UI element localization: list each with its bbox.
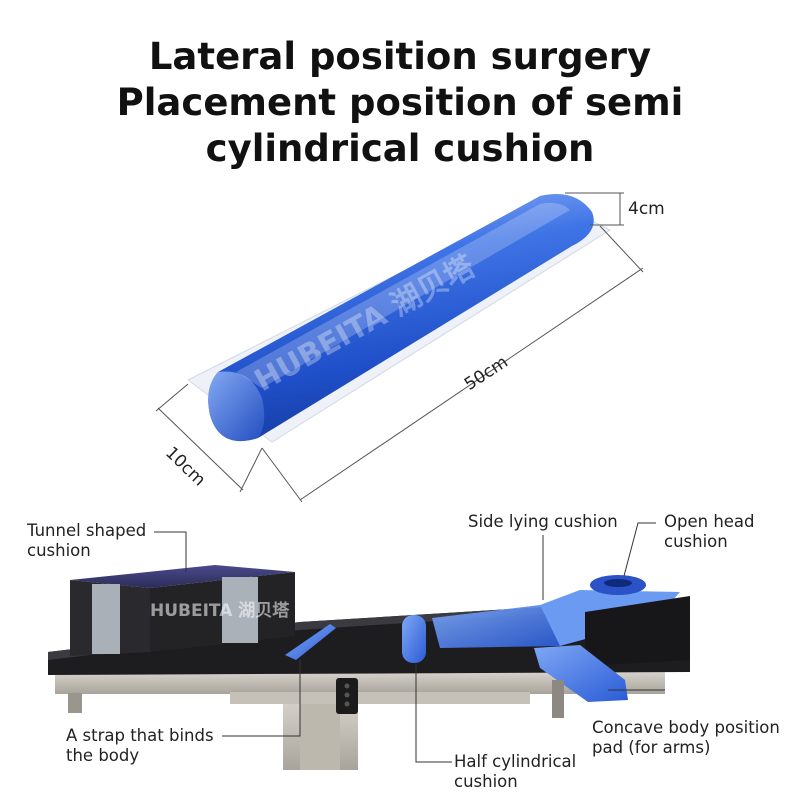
arm-support-bar [552,680,564,718]
callout-lines [154,522,665,763]
label-concave-body-pad: Concave body position pad (for arms) [592,718,780,758]
concave-arm-pad [534,645,628,702]
label-strap: A strap that binds the body [66,726,214,766]
tunnel-cushion-top [70,565,295,588]
length-ext-left [261,447,303,503]
remote-button [344,683,350,689]
label-tunnel-line-2: cushion [27,541,91,560]
half-cylindrical-cushion-on-table [402,615,426,663]
table-rail-lower [230,692,530,704]
label-open-head-cushion: Open head cushion [664,512,755,552]
tunnel-strap [222,577,258,643]
head-block [585,596,690,666]
height-dimension-label: 4cm [628,199,665,219]
tunnel-leader [154,531,187,572]
table-handle [68,693,82,713]
label-strap-line-1: A strap that binds [66,726,214,745]
label-half-cylindrical-cushion: Half cylindrical cushion [454,752,576,792]
label-open-head-line-2: cushion [664,532,728,551]
length-ext-right [599,225,644,273]
cushion-body [208,194,594,442]
strap-leader [222,660,301,737]
title-line-3: cylindrical cushion [205,127,595,170]
strap-pad [285,624,336,660]
label-half-cyl-line-2: cushion [454,772,518,791]
open-head-leader [623,522,656,577]
label-tunnel-shaped-cushion: Tunnel shaped cushion [27,521,146,561]
remote-button [344,701,350,707]
width-dim-line [157,407,244,491]
label-concave-line-1: Concave body position [592,718,780,737]
open-head-cushion-hole [604,579,632,587]
label-open-head-line-1: Open head [664,512,755,531]
semi-cylindrical-cushion: HUBEITA 湖贝塔 [187,194,612,443]
side-lying-cushion [432,605,560,648]
title-line-2: Placement position of semi [116,81,684,124]
table-column-inner [300,700,340,770]
cushion-end-cap [208,371,265,442]
tunnel-watermark: HUBEITA 湖贝塔 [150,600,290,621]
label-side-lying-cushion: Side lying cushion [468,512,618,531]
label-concave-line-2: pad (for arms) [592,738,711,757]
dimension-lines [155,192,644,503]
tunnel-strap [92,584,120,654]
label-tunnel-line-1: Tunnel shaped [27,521,147,540]
table-side-rail [55,672,665,694]
width-ext-top [155,383,189,412]
operating-table-scene: HUBEITA 湖贝塔 [48,565,690,770]
cushion-highlight [236,202,570,388]
half-cyl-leader [415,664,452,763]
length-dim-line [299,267,644,501]
label-half-cyl-line-1: Half cylindrical [454,752,577,771]
remote-button [344,692,350,698]
width-ext-bottom [239,447,263,493]
page-title: Lateral position surgery Placement posit… [0,34,800,172]
label-strap-line-2: the body [66,746,140,765]
title-line-1: Lateral position surgery [148,35,652,78]
